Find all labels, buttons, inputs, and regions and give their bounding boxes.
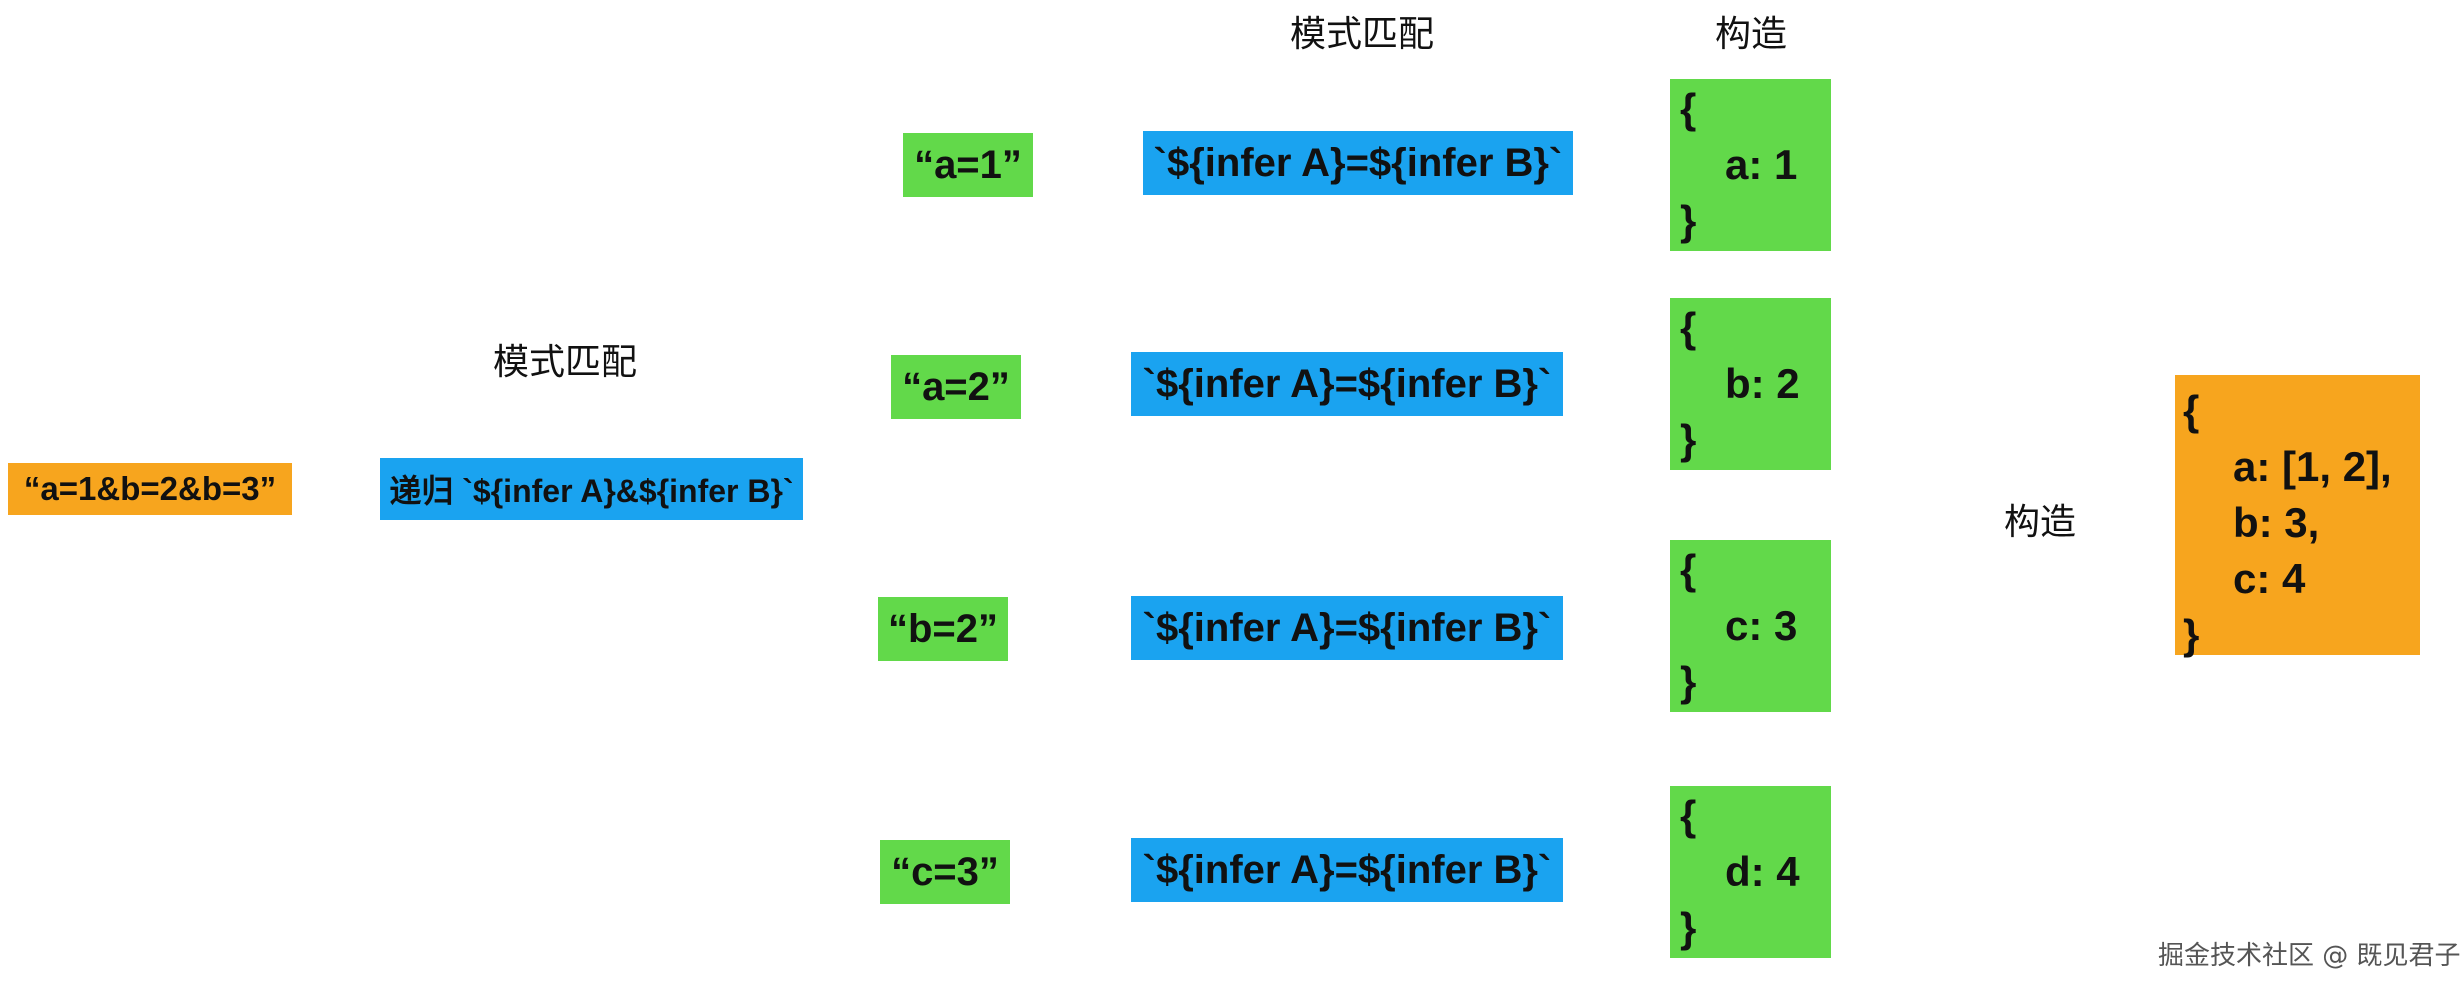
label-construct-right: 构造 (2004, 502, 2077, 543)
object-box-1: { a: 1 } (1670, 79, 1831, 251)
recursive-pattern-text: 递归 `${infer A}&${infer B}` (389, 473, 794, 509)
result-line-b: b: 3, (2233, 499, 2320, 546)
input-string-box: “a=1&b=2&b=3” (8, 463, 292, 515)
object-entry-2: b: 2 (1725, 360, 1800, 407)
part-box-4: “c=3” (880, 840, 1010, 904)
object-close-brace-2: } (1680, 416, 1697, 463)
object-close-brace-1: } (1680, 197, 1697, 244)
watermark: 掘金技术社区 @ 既见君子 (2158, 941, 2461, 971)
part-text-4: “c=3” (891, 849, 999, 894)
pattern-text-2: `${infer A}=${infer B}` (1142, 361, 1552, 406)
recursive-pattern-box: 递归 `${infer A}&${infer B}` (380, 458, 803, 520)
object-open-brace-4: { (1680, 792, 1697, 839)
pattern-box-4: `${infer A}=${infer B}` (1131, 838, 1563, 902)
pattern-box-3: `${infer A}=${infer B}` (1131, 596, 1563, 660)
pattern-box-1: `${infer A}=${infer B}` (1143, 131, 1573, 195)
part-text-3: “b=2” (887, 606, 999, 651)
result-open-brace: { (2183, 387, 2200, 434)
object-open-brace-1: { (1680, 85, 1697, 132)
part-box-3: “b=2” (878, 597, 1008, 661)
object-box-2: { b: 2 } (1670, 298, 1831, 470)
part-text-2: “a=2” (902, 364, 1010, 409)
object-open-brace-2: { (1680, 304, 1697, 351)
result-line-c: c: 4 (2233, 555, 2306, 602)
object-entry-3: c: 3 (1725, 602, 1798, 649)
part-text-1: “a=1” (914, 142, 1022, 187)
object-entry-4: d: 4 (1725, 848, 1800, 895)
label-pattern-match-top: 模式匹配 (1290, 14, 1435, 55)
pattern-text-4: `${infer A}=${infer B}` (1142, 847, 1552, 892)
part-box-1: “a=1” (903, 133, 1033, 197)
pattern-text-1: `${infer A}=${infer B}` (1153, 140, 1563, 185)
label-construct-top: 构造 (1715, 14, 1788, 55)
pattern-text-3: `${infer A}=${infer B}` (1142, 605, 1552, 650)
object-entry-1: a: 1 (1725, 141, 1798, 188)
result-close-brace: } (2183, 611, 2200, 658)
label-pattern-match-left: 模式匹配 (493, 342, 638, 383)
input-string-text: “a=1&b=2&b=3” (23, 470, 277, 507)
result-object-box: { a: [1, 2], b: 3, c: 4 } (2175, 375, 2420, 658)
result-line-a: a: [1, 2], (2233, 443, 2392, 490)
object-open-brace-3: { (1680, 546, 1697, 593)
object-box-3: { c: 3 } (1670, 540, 1831, 712)
object-close-brace-3: } (1680, 658, 1697, 705)
object-close-brace-4: } (1680, 904, 1697, 951)
pattern-box-2: `${infer A}=${infer B}` (1131, 352, 1563, 416)
object-box-4: { d: 4 } (1670, 786, 1831, 958)
part-box-2: “a=2” (891, 355, 1021, 419)
